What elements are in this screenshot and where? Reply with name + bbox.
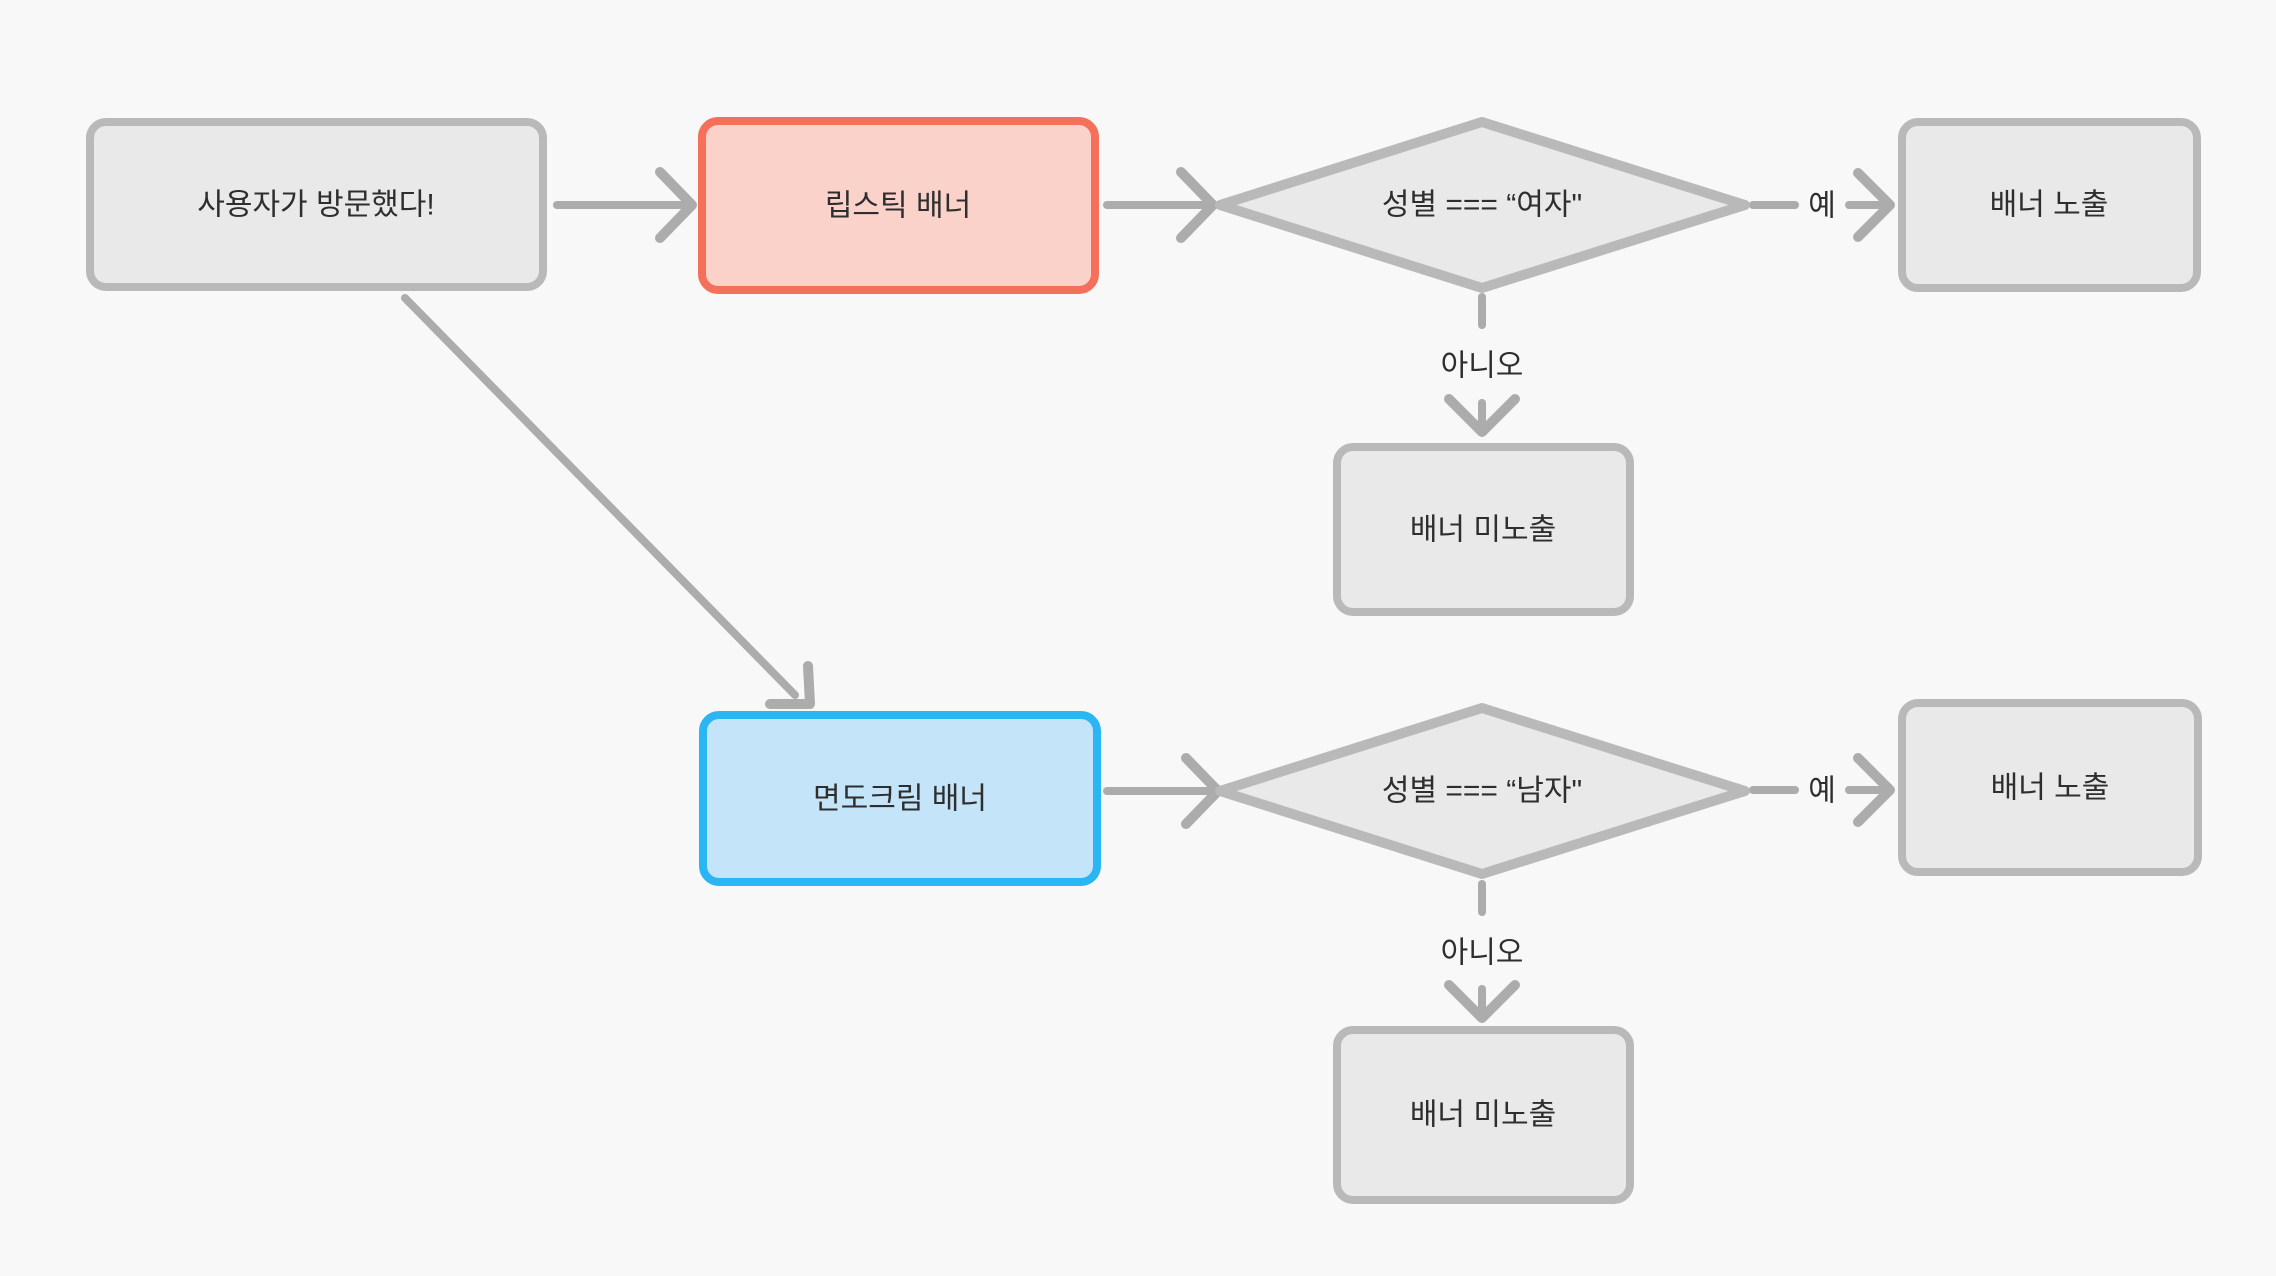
edge-label-yes-female: 예 xyxy=(1808,190,1836,223)
node-hide-banner-female-shape[interactable] xyxy=(1333,443,1634,616)
edge-labels: 예 아니오 예 아니오 xyxy=(1441,190,1836,970)
node-hide-banner-male-label: 배너 미노출 xyxy=(1410,1099,1556,1132)
node-show-banner-female-shape[interactable] xyxy=(1898,118,2201,292)
edge-yes-female-arrowhead-icon xyxy=(1853,168,1895,242)
node-decision-female-label: 성별 === “여자" xyxy=(1382,189,1582,222)
node-start-label: 사용자가 방문했다! xyxy=(197,189,434,222)
node-shaving-banner-shape[interactable] xyxy=(699,711,1101,886)
edge-start-to-lipstick-arrowhead-icon xyxy=(655,167,697,243)
node-decision-male-label: 성별 === “남자" xyxy=(1382,775,1582,808)
edges xyxy=(401,167,1895,1023)
node-hide-banner-male-shape[interactable] xyxy=(1333,1026,1634,1204)
edge-yes-male-arrowhead-icon xyxy=(1853,753,1895,827)
edge-no-female-arrowhead-icon xyxy=(1444,394,1520,437)
edge-label-no-female: 아니오 xyxy=(1441,350,1524,383)
node-decision-female: 성별 === “여자" xyxy=(1215,117,1750,293)
edge-start-to-shaving-arrowhead-icon xyxy=(765,661,815,709)
node-show-banner-female-label: 배너 노출 xyxy=(1990,189,2109,222)
edge-lipstick-to-decision-arrowhead-icon xyxy=(1176,167,1218,243)
node-hide-banner-male: 배너 미노출 xyxy=(1333,1026,1634,1204)
node-shaving-banner: 면도크림 배너 xyxy=(699,711,1101,886)
edge-start-to-shaving-line xyxy=(401,294,799,699)
node-show-banner-male-label: 배너 노출 xyxy=(1991,772,2110,805)
node-decision-female-shape[interactable] xyxy=(1215,117,1750,293)
node-decision-male: 성별 === “남자" xyxy=(1215,703,1750,879)
node-decision-male-shape[interactable] xyxy=(1215,703,1750,879)
node-show-banner-male-shape[interactable] xyxy=(1898,699,2202,876)
node-start: 사용자가 방문했다! xyxy=(86,118,547,291)
edge-no-male-arrowhead-icon xyxy=(1444,980,1520,1023)
node-show-banner-female: 배너 노출 xyxy=(1898,118,2201,292)
node-lipstick-banner: 립스틱 배너 xyxy=(698,117,1099,294)
node-hide-banner-female: 배너 미노출 xyxy=(1333,443,1634,616)
node-start-shape[interactable] xyxy=(86,118,547,291)
edge-label-yes-male: 예 xyxy=(1808,775,1836,808)
node-lipstick-banner-label: 립스틱 배너 xyxy=(825,190,971,223)
node-shaving-banner-label: 면도크림 배너 xyxy=(813,783,987,816)
node-show-banner-male: 배너 노출 xyxy=(1898,699,2202,876)
node-lipstick-banner-shape[interactable] xyxy=(698,117,1099,294)
node-hide-banner-female-label: 배너 미노출 xyxy=(1410,514,1556,547)
edge-label-no-male: 아니오 xyxy=(1441,937,1524,970)
